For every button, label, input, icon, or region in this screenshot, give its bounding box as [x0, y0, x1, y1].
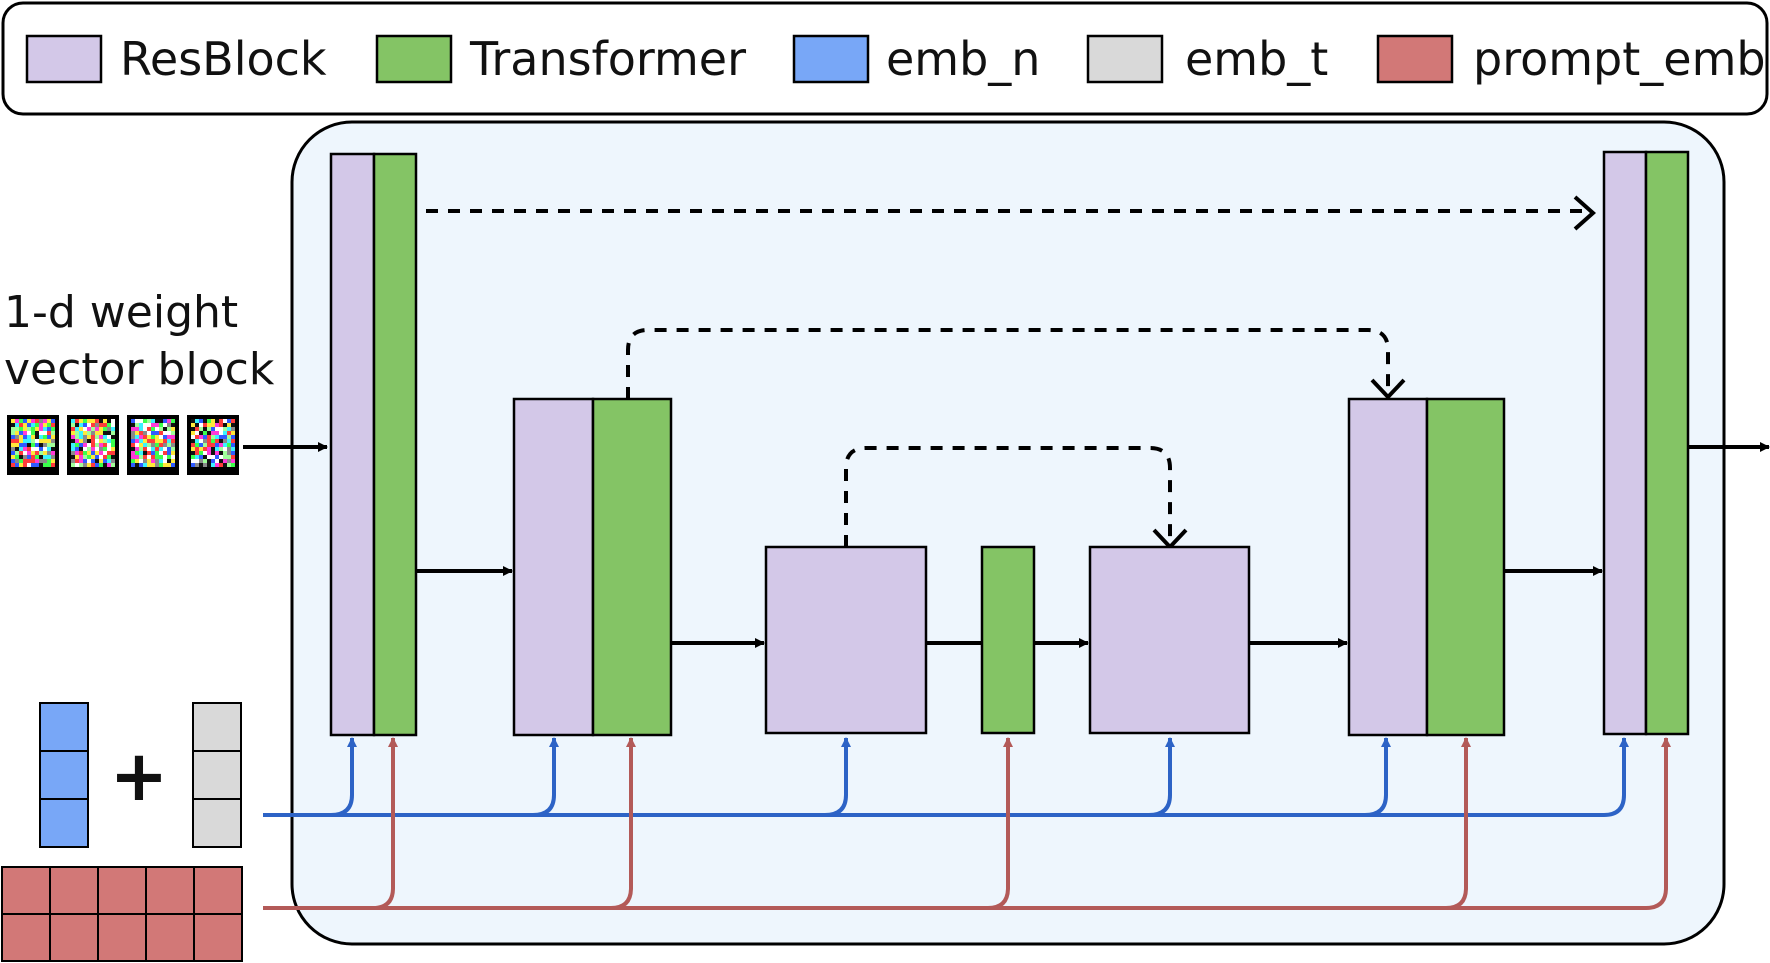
legend-swatch-emb-n [792, 34, 870, 84]
legend-swatch-emb-t [1086, 34, 1164, 84]
noise-block [127, 415, 179, 475]
noise-block [67, 415, 119, 475]
emb-n-input [39, 702, 89, 848]
prompt-emb-cell [97, 913, 147, 962]
prompt-emb-cell [193, 866, 243, 915]
skip-connection-middle [626, 328, 1390, 399]
skip-arrowhead-middle [1370, 378, 1406, 400]
legend-label-emb-t: emb_t [1185, 32, 1328, 86]
prompt-emb-cell [145, 913, 195, 962]
resblock [1088, 545, 1251, 735]
input-label-line2: vector block [4, 344, 275, 395]
skip-connection-inner [844, 446, 1172, 547]
resblock [764, 545, 928, 735]
legend-swatch-transformer [375, 34, 453, 84]
legend-frame [1, 1, 1769, 116]
decoder-block-2 [1602, 150, 1690, 736]
transformer [1644, 150, 1690, 736]
noise-block [187, 415, 239, 475]
prompt-emb-connections [263, 737, 1671, 910]
prompt-emb-cell [97, 866, 147, 915]
legend-swatch-resblock [25, 34, 103, 84]
resblock [1347, 397, 1429, 737]
encoder-block-2 [512, 397, 673, 737]
legend-label-prompt-emb: prompt_emb [1473, 32, 1766, 86]
transformer [980, 545, 1036, 735]
skip-arrowhead-outer [1573, 195, 1597, 231]
prompt-emb-cell [1, 866, 51, 915]
plus-sign: + [110, 735, 169, 817]
prompt-emb-cell [1, 913, 51, 962]
encoder-block-1 [329, 152, 418, 737]
prompt-emb-cell [193, 913, 243, 962]
noise-weight-blocks [7, 415, 239, 475]
resblock [329, 152, 376, 737]
middle-block [764, 545, 1251, 735]
legend-swatch-prompt-emb [1376, 34, 1454, 84]
resblock [1602, 150, 1648, 736]
transformer [591, 397, 673, 737]
prompt-emb-cell [145, 866, 195, 915]
prompt-emb-input [1, 866, 243, 962]
unet-container [290, 120, 1726, 946]
legend-label-emb-n: emb_n [886, 32, 1040, 86]
legend: ResBlock Transformer emb_n emb_t prompt_… [1, 1, 1769, 116]
transformer [1425, 397, 1506, 737]
input-label-line1: 1-d weight [4, 287, 238, 338]
main-flow-arrows [416, 442, 1770, 648]
legend-label-transformer: Transformer [469, 32, 746, 86]
prompt-emb-cell [49, 913, 99, 962]
prompt-emb-cell [49, 866, 99, 915]
legend-label-resblock: ResBlock [120, 32, 327, 86]
emb-t-input [192, 702, 242, 848]
resblock [512, 397, 595, 737]
noise-block [7, 415, 59, 475]
decoder-block-1 [1347, 397, 1506, 737]
transformer [372, 152, 418, 737]
emb-n-connections [263, 737, 1629, 817]
